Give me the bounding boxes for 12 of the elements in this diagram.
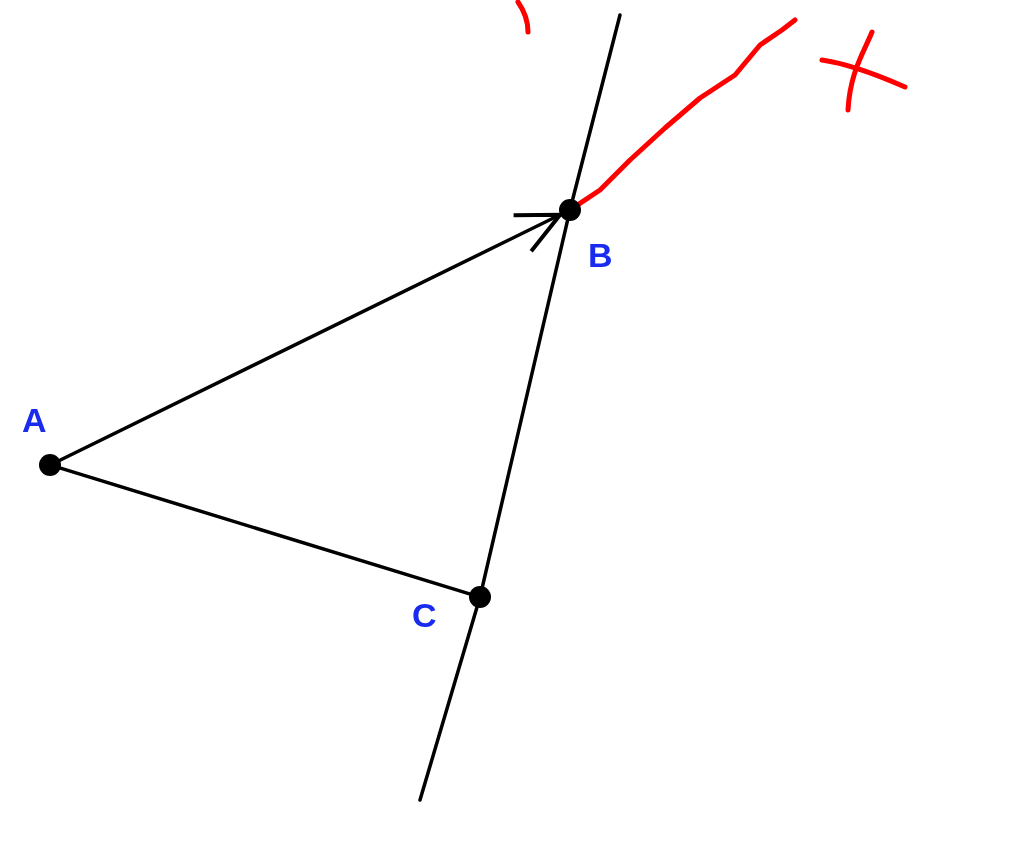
pen-stroke bbox=[576, 17, 798, 207]
line bbox=[570, 13, 622, 202]
point-label: A bbox=[22, 403, 47, 437]
line bbox=[418, 605, 479, 802]
arrow bbox=[58, 212, 563, 462]
line bbox=[480, 218, 570, 589]
point-dot bbox=[39, 454, 61, 476]
point-dot bbox=[469, 586, 491, 608]
point-dot bbox=[559, 199, 581, 221]
point-label: C bbox=[412, 598, 437, 632]
line bbox=[58, 466, 472, 596]
point-label: B bbox=[588, 238, 613, 272]
